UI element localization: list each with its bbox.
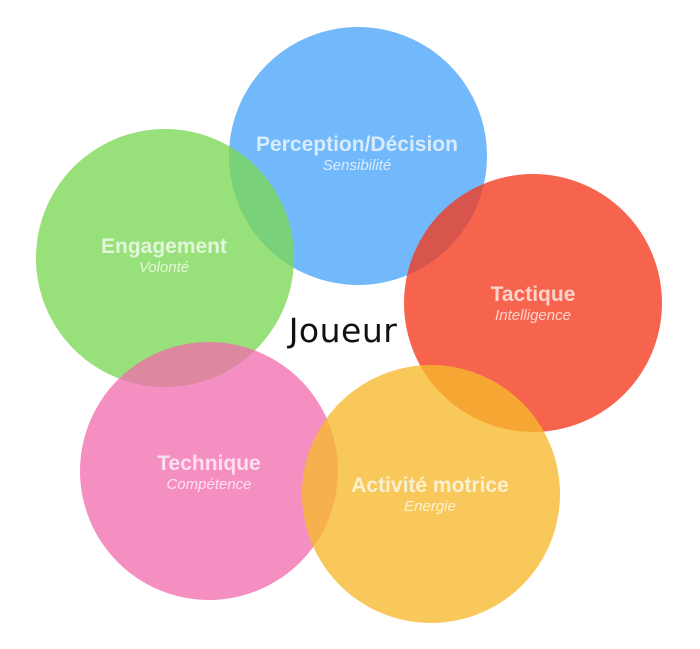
- node-title: Engagement: [100, 235, 228, 258]
- node-title: Tactique: [490, 283, 576, 306]
- node-subtitle: Sensibilité: [322, 157, 392, 174]
- center-label: Joueur: [288, 311, 398, 350]
- node-perception: Perception/Décision Sensibilité: [256, 133, 458, 175]
- node-tactique: Tactique Intelligence: [491, 283, 576, 325]
- node-subtitle: Energie: [404, 498, 456, 515]
- node-activite-motrice: Activité motrice Energie: [351, 474, 509, 516]
- node-technique: Technique Compétence: [157, 452, 260, 494]
- node-title: Activité motrice: [351, 474, 509, 497]
- circle-technique: [80, 342, 338, 600]
- circle-engagement: [36, 129, 294, 387]
- node-title: Perception/Décision: [256, 133, 458, 156]
- circle-activite-motrice: [302, 365, 560, 623]
- node-engagement: Engagement Volonté: [101, 235, 227, 277]
- node-title: Technique: [157, 452, 261, 475]
- node-subtitle: Compétence: [166, 476, 252, 493]
- node-subtitle: Volonté: [138, 259, 190, 276]
- node-subtitle: Intelligence: [495, 307, 571, 324]
